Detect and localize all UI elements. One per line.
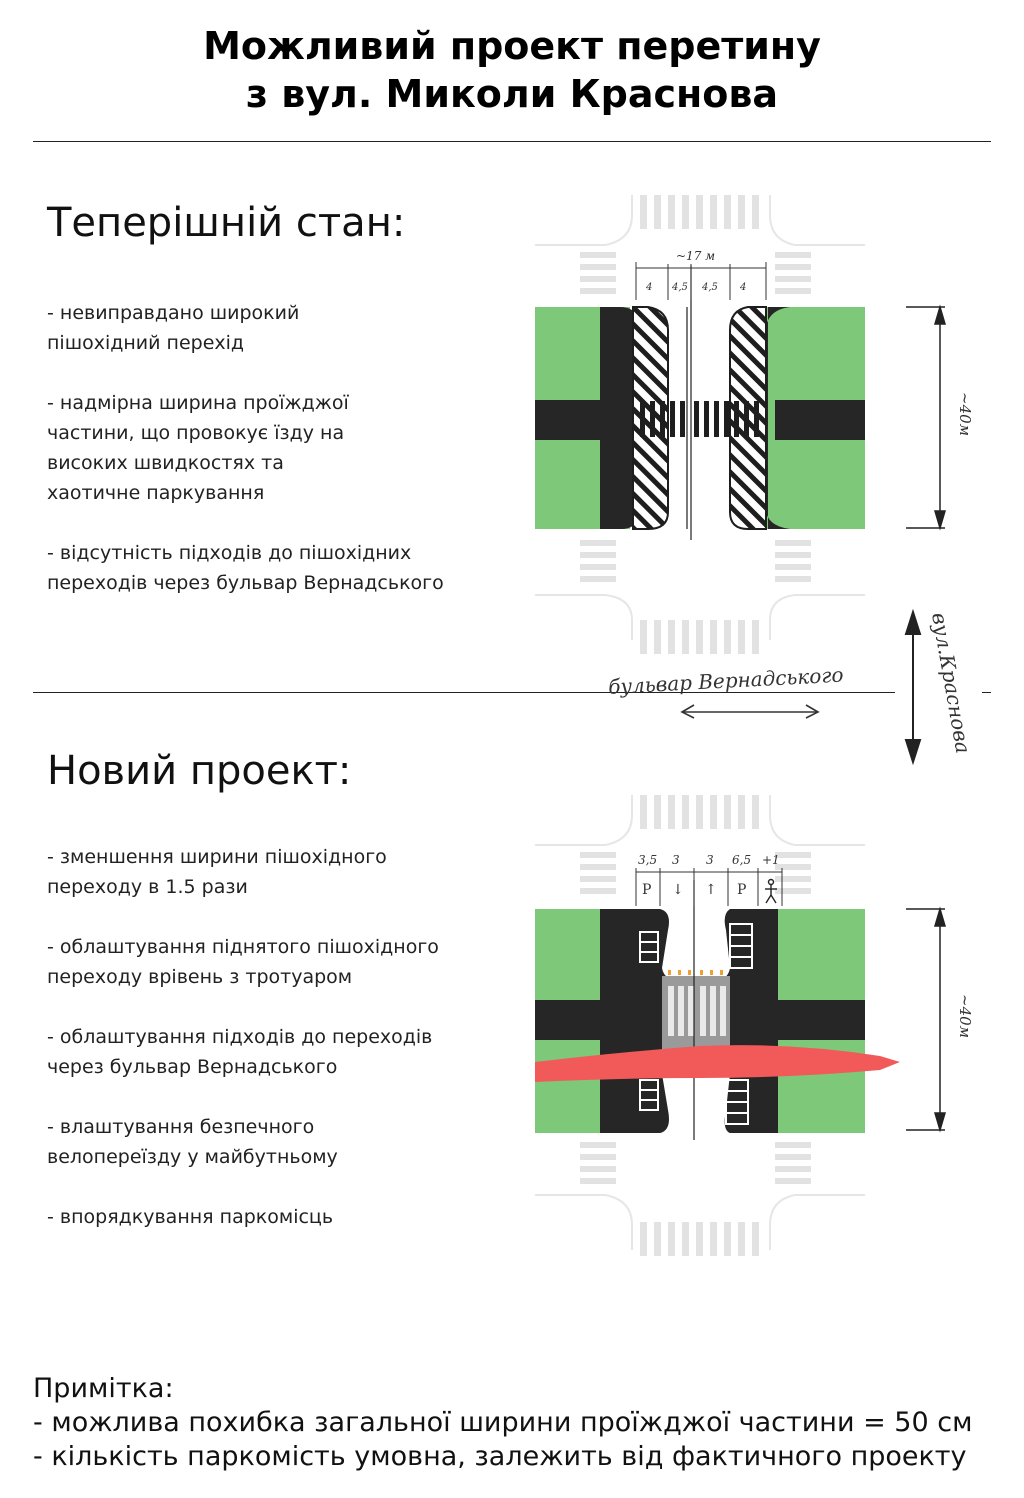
street-orientation: бульвар Вернадського вул.Краснова xyxy=(608,608,975,766)
lane-marker: P xyxy=(737,882,746,898)
length-label: ~40м xyxy=(956,392,974,436)
top-crosswalk xyxy=(640,195,759,229)
pedestrian-icon xyxy=(765,878,777,904)
lane-markers xyxy=(635,868,783,906)
footnote-heading: Примітка: xyxy=(33,1373,174,1404)
page-title: Можливий проект перетину з вул. Миколи К… xyxy=(0,22,1024,118)
sidewalk-outline xyxy=(535,195,865,640)
lane-width-label: 4 xyxy=(645,282,652,293)
bike-lane xyxy=(535,1045,900,1082)
section-divider xyxy=(33,692,895,693)
lane-width-label: +1 xyxy=(762,853,780,867)
current-bullet: - невиправдано широкий пішохідний перехі… xyxy=(47,302,300,354)
new-bullet: - облаштування підходів до переходів чер… xyxy=(47,1026,433,1078)
footnote: Примітка: - можлива похибка загальної ши… xyxy=(33,1372,1003,1474)
side-crosswalk-top xyxy=(580,252,811,294)
bottom-crosswalk xyxy=(640,1222,759,1256)
boulevard-road-right xyxy=(766,400,865,440)
section-divider-tail xyxy=(982,692,991,693)
sidewalk-outline xyxy=(535,795,865,1250)
boulevard-label: бульвар Вернадського xyxy=(608,663,844,699)
side-crosswalk-bottom xyxy=(580,1142,811,1184)
new-bullet: - зменшення ширини пішохідного переходу … xyxy=(47,846,387,898)
width-dimensions xyxy=(635,262,767,300)
current-bullet: - відсутність підходів до пішохідних пер… xyxy=(47,542,444,594)
lane-width-label: 4 xyxy=(739,282,746,293)
new-project-heading: Новий проект: xyxy=(47,748,352,794)
top-crosswalk xyxy=(640,795,759,829)
new-bullet: - облаштування піднятого пішохідного пер… xyxy=(47,936,439,988)
lane-width-label: 3 xyxy=(672,853,680,867)
lane-width-label: 4,5 xyxy=(701,282,718,293)
lane-width-label: 4,5 xyxy=(671,282,688,293)
side-crosswalk-top xyxy=(580,852,811,894)
boulevard-direction-arrow xyxy=(680,704,820,719)
current-bullet: - надмірна ширина проїжджої частини, що … xyxy=(47,392,349,504)
new-project-list: - зменшення ширини пішохідного переходу … xyxy=(47,842,507,1262)
total-width-label: ~17 м xyxy=(676,249,715,263)
boulevard-road-left xyxy=(535,400,605,440)
lane-width-label: 6,5 xyxy=(732,853,751,867)
parking-spots xyxy=(639,923,753,1125)
lane-width-label: 3,5 xyxy=(638,853,657,867)
street-label: вул.Краснова xyxy=(927,611,975,756)
bottom-crosswalk xyxy=(640,620,759,654)
current-state-heading: Теперішній стан: xyxy=(47,200,406,246)
zebra-crossing xyxy=(640,401,759,437)
length-dimension xyxy=(906,906,947,1133)
title-line-1: Можливий проект перетину xyxy=(203,24,821,68)
lane-marker: ↑ xyxy=(705,882,717,898)
lane-marker: P xyxy=(642,882,651,898)
curb-lane-left xyxy=(600,307,640,529)
footnote-line: - кількість паркомість умовна, залежить … xyxy=(33,1441,967,1472)
new-bullet: - впорядкування паркомісць xyxy=(47,1206,334,1228)
footnote-line: - можлива похибка загальної ширини проїж… xyxy=(33,1407,973,1438)
title-divider xyxy=(33,141,991,142)
title-line-2: з вул. Миколи Краснова xyxy=(245,72,779,116)
raised-crossing-stripes xyxy=(668,986,726,1036)
side-crosswalk-bottom xyxy=(580,540,811,582)
new-bullet: - влаштування безпечного велопереїзду у … xyxy=(47,1116,338,1168)
new-intersection-diagram: 3,5 3 3 6,5 +1 P ↓ ↑ P ~40м xyxy=(535,795,974,1256)
length-label: ~40м xyxy=(956,994,974,1038)
street-direction-arrow xyxy=(904,608,922,766)
lane-width-label: 3 xyxy=(706,853,714,867)
lane-marker: ↓ xyxy=(672,882,684,898)
length-dimension xyxy=(906,304,947,531)
current-intersection-diagram: ~17 м 4 4,5 4,5 4 ~40м xyxy=(535,195,974,654)
current-state-list: - невиправдано широкий пішохідний перехі… xyxy=(47,298,507,628)
